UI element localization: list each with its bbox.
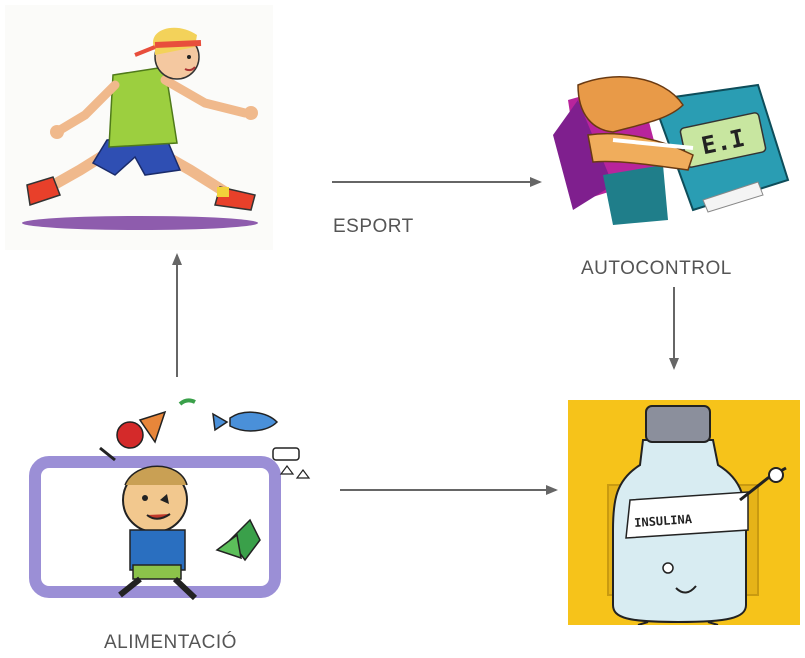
glucose-meter-illustration: E.I	[543, 60, 795, 245]
label-esport: ESPORT	[333, 216, 414, 237]
food-illustration	[5, 390, 335, 610]
runner-illustration	[5, 5, 273, 250]
label-alimentacio: ALIMENTACIÓ	[104, 632, 237, 653]
insulin-illustration: INSULINA	[568, 400, 800, 625]
insulin-bottle-label: INSULINA	[634, 512, 693, 530]
label-autocontrol: AUTOCONTROL	[581, 258, 732, 279]
